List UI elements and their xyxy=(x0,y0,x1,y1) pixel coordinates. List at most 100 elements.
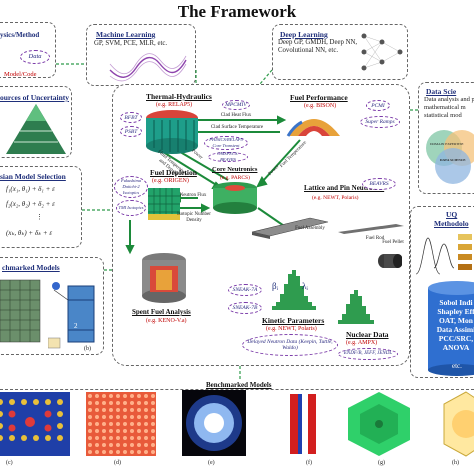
ml-text: GP, SVM, PCE, MLR, etc. xyxy=(94,40,168,47)
fuel-pin-dot xyxy=(130,443,134,447)
pin-number: 2 xyxy=(74,322,78,330)
delayed-neutron-oval: Delayed Neutron Data (Keepin, Tuttle, Wa… xyxy=(242,334,338,356)
fuel-pin-dot xyxy=(102,429,106,433)
sneak7a-oval: SNEAK-7A xyxy=(228,284,262,296)
caption-f: (f) xyxy=(306,460,312,466)
benchmarked-bottom-heading: Benchmarked Models xyxy=(206,381,272,389)
machine-learning-box xyxy=(86,24,196,86)
caption-b: (b) xyxy=(84,346,91,352)
kinetic-parameters-eg: (e.g. NEWT, Polaris) xyxy=(266,326,317,332)
fuel-pin-dot xyxy=(88,422,92,426)
dl-text: Deep GP, GMDH, Deep NN, Covolutional NN,… xyxy=(278,39,358,54)
super-ramps-oval: Super Ramps xyxy=(360,116,400,128)
fuel-pin-dot xyxy=(88,408,92,412)
fuel-pin-dot xyxy=(95,450,99,454)
fuel-pin-dot xyxy=(144,429,148,433)
pin-cell-image xyxy=(48,282,95,349)
fuel-pin-dot xyxy=(144,436,148,440)
model-g-image xyxy=(348,392,410,456)
fuel-pin-dot xyxy=(137,415,141,419)
fuel-assembly-label: Fuel Assembly xyxy=(295,226,325,231)
sources-uncertainty-heading: ources of Uncertainty xyxy=(0,93,70,102)
model-c-image xyxy=(0,392,70,456)
lambda-symbol: λᵢ xyxy=(302,281,308,291)
fuel-pin-dot xyxy=(102,443,106,447)
fuel-pin-dot xyxy=(151,408,155,412)
fuel-pin-dot xyxy=(137,422,141,426)
thermal-hydraulics-image xyxy=(146,110,198,154)
fuel-pin-dot xyxy=(102,415,106,419)
mpcmv-oval: MPCMIV xyxy=(222,100,250,110)
spent-fuel-cask-image xyxy=(142,253,186,303)
eq-line-4: (xₖ, θₖ) + δₖ + ε xyxy=(6,229,53,237)
lattice-pin-eg: (e.g. NEWT, Polaris) xyxy=(312,195,359,201)
fuel-pin-dot xyxy=(109,422,113,426)
clad-surface-temp-label: Clad Surface Temperature xyxy=(210,125,264,130)
fuel-performance-image xyxy=(286,119,340,137)
fuel-pin-dot xyxy=(144,443,148,447)
fuel-pin-dot xyxy=(144,394,148,398)
core-neutronics-heading: Core Neutronics xyxy=(212,166,258,173)
fuel-pin-dot xyxy=(151,415,155,419)
fuel-pin-dot xyxy=(109,415,113,419)
fuel-pin-dot xyxy=(88,415,92,419)
fuel-pin-dot xyxy=(137,436,141,440)
fuel-pin-dot xyxy=(144,408,148,412)
eq-line-2: f₂(x₂, θ₂) + δ₂ + ε xyxy=(6,200,55,208)
fuel-pin-dot xyxy=(123,429,127,433)
fuel-pin-dot xyxy=(130,401,134,405)
fukushima-oval: Fukushima Daiichi-2 Isotopics xyxy=(114,176,148,198)
benchmarked-left-heading: chmarked Models xyxy=(2,263,60,272)
fuel-pin-dot xyxy=(95,436,99,440)
data-science-heading: Data Scie xyxy=(426,87,457,96)
uncertainty-pyramid xyxy=(6,104,66,154)
spent-fuel-heading: Spent Fuel Analysis xyxy=(132,308,191,316)
fuel-pin-dot xyxy=(95,422,99,426)
eq-line-1: f₁(x₁, θ₁) + δ₁ + ε xyxy=(6,185,55,193)
uq-methods-text: Sobol Indi Shapley Eff OAT, Mon Data Ass… xyxy=(436,298,474,352)
clad-heat-flux-label: Clad Heat Flux xyxy=(220,113,252,118)
fuel-pin-dot xyxy=(151,422,155,426)
fuel-pin-dot xyxy=(123,394,127,398)
fuel-performance-eg: (e.g. BISON) xyxy=(304,103,337,109)
fuel-pin-dot xyxy=(137,394,141,398)
fuel-pin-dot xyxy=(123,408,127,412)
fuel-pin-dot xyxy=(123,422,127,426)
ml-curve-plot xyxy=(109,53,187,82)
thermal-hydraulics-heading: Thermal-Hydraulics xyxy=(146,92,212,101)
tmi-oval: TMI Isotopics xyxy=(116,200,146,216)
fuel-pin-dot xyxy=(95,429,99,433)
fuel-pin-dot xyxy=(102,436,106,440)
beavrs-oval: BEAVRS xyxy=(362,178,396,190)
fuel-pin-dot xyxy=(123,443,127,447)
dl-heading: Deep Learning xyxy=(280,30,328,39)
fuel-pin-dot xyxy=(123,415,127,419)
caption-g: (g) xyxy=(378,460,385,466)
fuel-pin-dot xyxy=(144,415,148,419)
fuel-pin-dot xyxy=(88,429,92,433)
lattice-pin-heading: Lattice and Pin Neutronics xyxy=(304,184,385,192)
pcmi-oval: PCMI xyxy=(366,100,390,111)
spent-fuel-eg: (e.g. KENO-V.a) xyxy=(146,318,187,324)
bottom-separator xyxy=(0,389,474,390)
deep-learning-box xyxy=(272,24,408,80)
fuel-pin-dot xyxy=(102,394,106,398)
model-e-image xyxy=(182,390,246,456)
fuel-pin-dot xyxy=(88,394,92,398)
fuel-assembly-stack-image xyxy=(0,279,41,343)
uq-etc: etc. xyxy=(452,362,462,370)
fuel-pin-dot xyxy=(109,436,113,440)
physics-method-label: ysics/Method xyxy=(0,31,40,39)
fuel-pin-dot xyxy=(130,394,134,398)
caption-c: (c) xyxy=(6,460,13,466)
fuel-pin-dot xyxy=(102,408,106,412)
fuel-pellet-label: Fuel Pellet xyxy=(382,240,404,245)
fuel-pin-dot xyxy=(116,394,120,398)
core-neutronics-eg: (e.g. PARCS) xyxy=(220,175,250,181)
model-d-image xyxy=(86,392,156,456)
fuel-pin-dot xyxy=(109,450,113,454)
fuel-pin-dot xyxy=(151,394,155,398)
fuel-pin-dot xyxy=(137,443,141,447)
fuel-pin-dot xyxy=(144,422,148,426)
